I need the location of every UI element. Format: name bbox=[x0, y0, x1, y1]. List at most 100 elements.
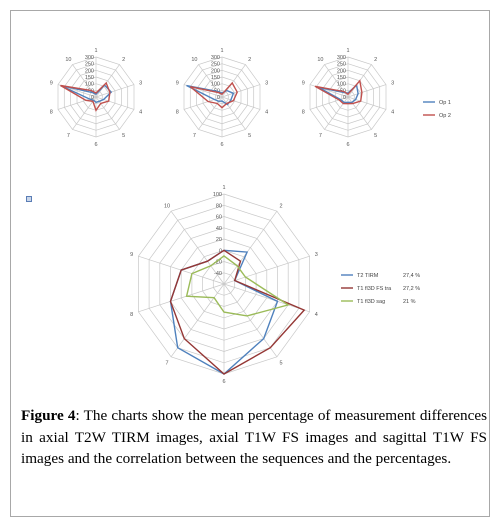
series-line-t1-fl3d-sag bbox=[185, 255, 290, 317]
legend-label: Op 1 bbox=[439, 100, 451, 106]
spoke-label-7: 7 bbox=[165, 361, 168, 367]
spoke-label-1: 1 bbox=[94, 48, 97, 54]
tick-label: -20 bbox=[214, 260, 222, 266]
tick-label: 250 bbox=[211, 62, 220, 68]
tick-label: 0 bbox=[91, 95, 94, 101]
spoke-label-10: 10 bbox=[65, 57, 71, 63]
tick-label: 200 bbox=[337, 68, 346, 74]
tick-label: 80 bbox=[216, 203, 222, 209]
spoke-line bbox=[347, 84, 387, 98]
spoke-label-7: 7 bbox=[67, 133, 70, 139]
spoke-label-5: 5 bbox=[374, 133, 377, 139]
spoke-line bbox=[309, 96, 349, 110]
spoke-label-5: 5 bbox=[122, 133, 125, 139]
caption-label: Figure 4 bbox=[21, 407, 76, 424]
tick-label: 100 bbox=[337, 82, 346, 88]
caption-text: : The charts show the mean percentage of… bbox=[21, 407, 487, 467]
spoke-line bbox=[221, 96, 261, 110]
spoke-label-5: 5 bbox=[248, 133, 251, 139]
spoke-line bbox=[223, 255, 310, 285]
tick-label: -40 bbox=[214, 271, 222, 277]
tick-label: 100 bbox=[85, 82, 94, 88]
spoke-line bbox=[170, 210, 225, 285]
spoke-label-8: 8 bbox=[302, 110, 305, 116]
tick-label: 250 bbox=[85, 62, 94, 68]
spoke-label-8: 8 bbox=[130, 312, 133, 318]
tick-label: 100 bbox=[211, 82, 220, 88]
tick-label: 150 bbox=[85, 75, 94, 81]
legend-label: T2 TIRM bbox=[357, 273, 379, 279]
tick-label: 100 bbox=[213, 192, 222, 198]
spoke-label-6: 6 bbox=[346, 142, 349, 148]
spoke-line bbox=[223, 283, 310, 313]
tick-label: 150 bbox=[337, 75, 346, 81]
spoke-label-9: 9 bbox=[302, 81, 305, 87]
spoke-label-6: 6 bbox=[222, 379, 225, 385]
tick-label: 300 bbox=[211, 55, 220, 61]
tick-label: 200 bbox=[85, 68, 94, 74]
spoke-label-3: 3 bbox=[391, 81, 394, 87]
spoke-label-1: 1 bbox=[346, 48, 349, 54]
spoke-line bbox=[170, 283, 225, 358]
spoke-label-1: 1 bbox=[220, 48, 223, 54]
tick-label: 0 bbox=[343, 95, 346, 101]
series-line-op-2 bbox=[189, 81, 238, 109]
tick-label: 150 bbox=[211, 75, 220, 81]
spoke-line bbox=[95, 96, 135, 110]
spoke-line bbox=[223, 283, 278, 358]
spoke-label-6: 6 bbox=[220, 142, 223, 148]
spoke-label-10: 10 bbox=[191, 57, 197, 63]
tick-label: 60 bbox=[216, 215, 222, 221]
spoke-label-4: 4 bbox=[139, 110, 142, 116]
figure-caption: Figure 4: The charts show the mean perce… bbox=[21, 405, 487, 470]
spoke-label-10: 10 bbox=[164, 204, 170, 210]
spoke-line bbox=[183, 96, 223, 110]
legend-percent: 27,4 % bbox=[403, 273, 420, 279]
spoke-label-7: 7 bbox=[319, 133, 322, 139]
legend-label: Op 2 bbox=[439, 113, 451, 119]
spoke-label-3: 3 bbox=[265, 81, 268, 87]
legend-label: T1 fl3D sag bbox=[357, 299, 385, 305]
spoke-line bbox=[138, 283, 225, 313]
spoke-label-9: 9 bbox=[130, 252, 133, 258]
spoke-line bbox=[95, 84, 135, 98]
series-line-t1-fl3d-fs-tra bbox=[169, 249, 306, 375]
spoke-label-2: 2 bbox=[248, 57, 251, 63]
spoke-line bbox=[347, 96, 387, 110]
spoke-label-2: 2 bbox=[374, 57, 377, 63]
tick-label: 50 bbox=[88, 88, 94, 94]
spoke-line bbox=[223, 210, 278, 285]
spoke-line bbox=[221, 84, 261, 98]
spoke-label-4: 4 bbox=[265, 110, 268, 116]
figure-frame bbox=[10, 10, 490, 517]
spoke-label-8: 8 bbox=[50, 110, 53, 116]
legend-percent: 27,2 % bbox=[403, 286, 420, 292]
spoke-line bbox=[72, 96, 97, 130]
spoke-label-10: 10 bbox=[317, 57, 323, 63]
spoke-label-5: 5 bbox=[279, 361, 282, 367]
spoke-label-2: 2 bbox=[279, 204, 282, 210]
series-line-op-2 bbox=[314, 79, 363, 105]
spoke-line bbox=[221, 96, 246, 130]
spoke-label-3: 3 bbox=[315, 252, 318, 258]
tick-label: 20 bbox=[216, 237, 222, 243]
tick-label: 250 bbox=[337, 62, 346, 68]
tick-label: 0 bbox=[217, 95, 220, 101]
tick-label: 300 bbox=[85, 55, 94, 61]
spoke-label-2: 2 bbox=[122, 57, 125, 63]
spoke-label-1: 1 bbox=[222, 185, 225, 191]
tick-label: 200 bbox=[211, 68, 220, 74]
spoke-label-3: 3 bbox=[139, 81, 142, 87]
legend-label: T1 fl3D FS tra bbox=[357, 286, 392, 292]
spoke-line bbox=[95, 64, 120, 98]
spoke-label-7: 7 bbox=[193, 133, 196, 139]
series-line-op-2 bbox=[60, 81, 111, 112]
tick-label: 300 bbox=[337, 55, 346, 61]
tick-label: 40 bbox=[216, 226, 222, 232]
spoke-label-9: 9 bbox=[50, 81, 53, 87]
